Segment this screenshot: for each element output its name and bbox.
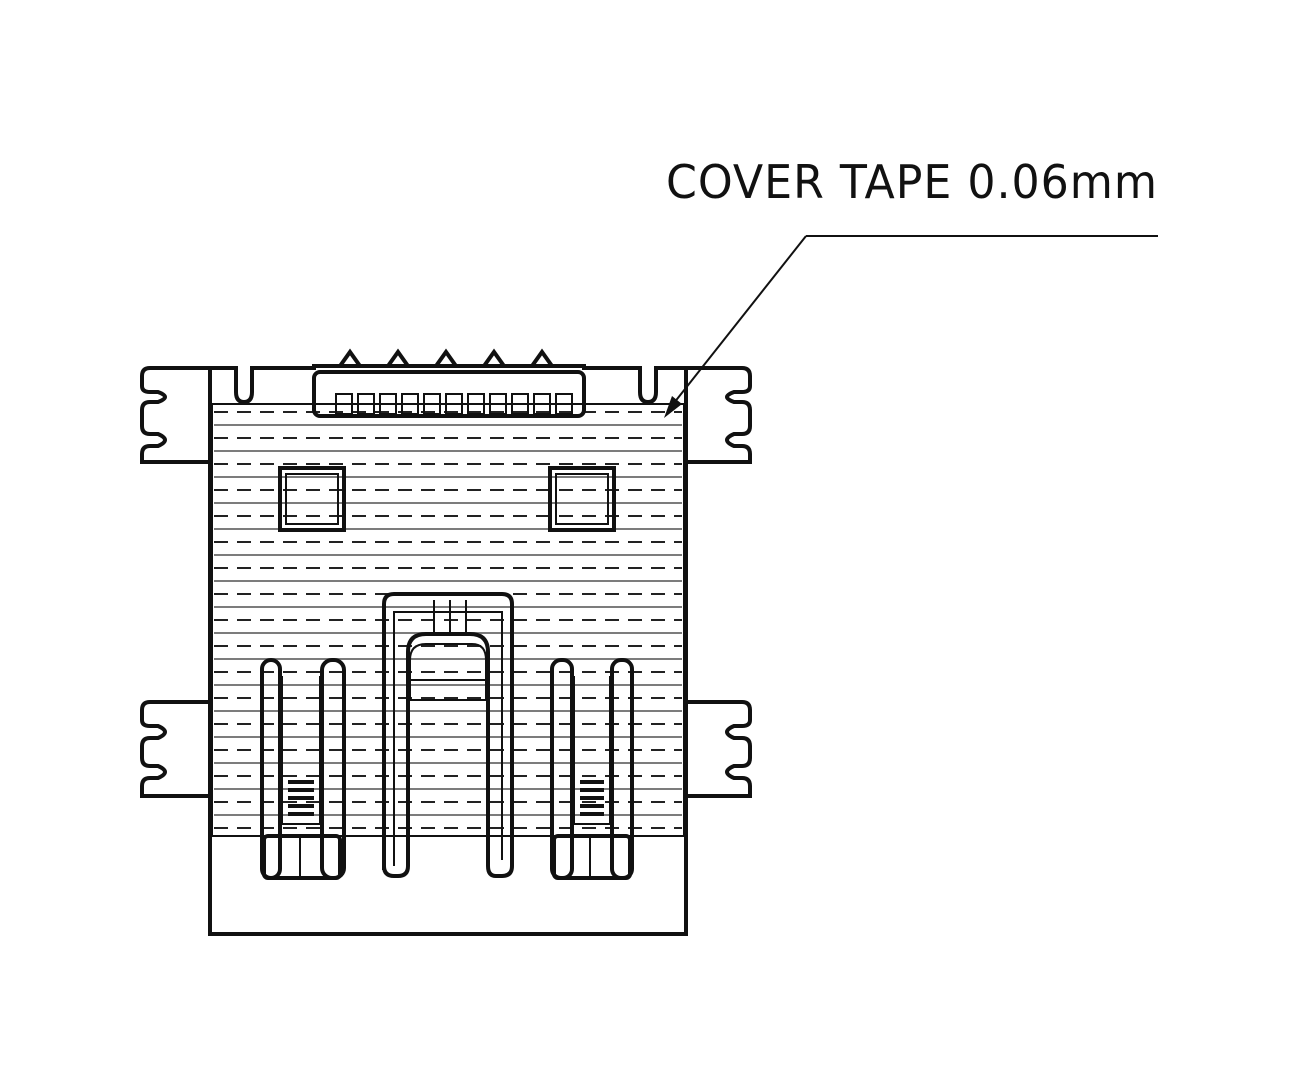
- comb-tooth: [533, 393, 551, 415]
- right-lower-mounting-tab: [686, 700, 752, 798]
- comb-bump: [530, 348, 554, 368]
- left-pin-pair: [260, 658, 346, 880]
- center-latch-contact: [382, 592, 514, 878]
- comb-tooth: [467, 393, 485, 415]
- right-upper-mounting-tab: [686, 366, 752, 464]
- connector-body-outline: [208, 364, 688, 936]
- comb-tooth: [489, 393, 507, 415]
- comb-bump: [482, 348, 506, 368]
- comb-tooth: [335, 393, 353, 415]
- right-pin-pair: [550, 658, 634, 880]
- cover-tape-label: COVER TAPE 0.06mm: [666, 155, 1158, 209]
- comb-bump: [386, 348, 410, 368]
- cover-tape-leader: [664, 235, 1158, 418]
- comb-tooth: [511, 393, 529, 415]
- comb-tooth: [401, 393, 419, 415]
- cover-tape-region: [211, 403, 685, 837]
- comb-tooth: [379, 393, 397, 415]
- left-upper-mounting-tab: [140, 366, 210, 464]
- comb-tooth: [423, 393, 441, 415]
- comb-bump: [338, 348, 362, 368]
- right-square-window: [548, 466, 616, 532]
- comb-tooth: [555, 393, 573, 415]
- comb-tooth: [445, 393, 463, 415]
- left-lower-mounting-tab: [140, 700, 210, 798]
- comb-bump: [434, 348, 458, 368]
- comb-tooth: [357, 393, 375, 415]
- left-square-window: [278, 466, 346, 532]
- top-contact-comb: [312, 348, 586, 418]
